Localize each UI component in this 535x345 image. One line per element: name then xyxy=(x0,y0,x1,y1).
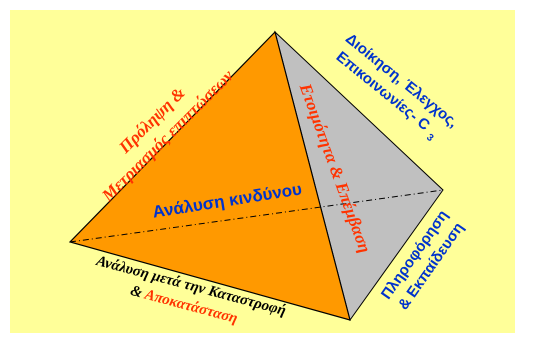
command-label-subscript: 3 xyxy=(424,132,436,144)
hidden-edge xyxy=(69,189,444,243)
front-face xyxy=(68,30,351,321)
post-disaster-amp: & xyxy=(129,283,148,302)
